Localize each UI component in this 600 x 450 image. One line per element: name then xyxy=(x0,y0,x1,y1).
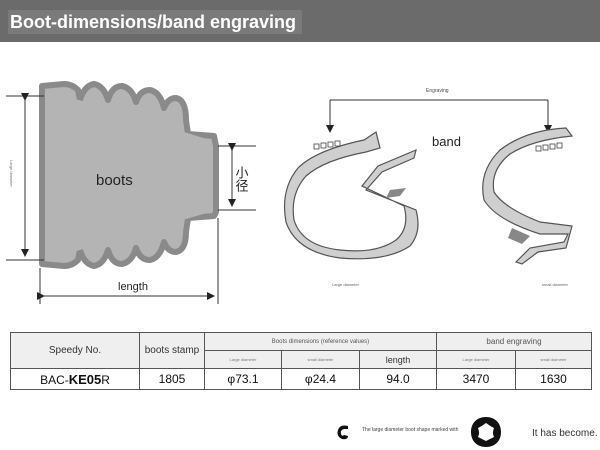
model-cell: BAC-KE05R xyxy=(10,368,140,390)
model-main: KE05 xyxy=(68,371,102,387)
engraving-bracket xyxy=(326,99,552,133)
model-suffix: R xyxy=(101,372,110,387)
large-diameter-label: Large diameter xyxy=(9,160,14,188)
col-dimensions: Boots dimensions (reference values) xyxy=(204,332,437,351)
col-band: band engraving xyxy=(436,332,592,351)
band-large-label: Large diameter xyxy=(332,282,360,287)
col-stamp: boots stamp xyxy=(139,332,205,369)
spec-table: Speedy No. boots stamp Boots dimensions … xyxy=(10,332,592,390)
page-title: Boot-dimensions/band engraving xyxy=(8,10,303,34)
length-dimension xyxy=(37,218,219,304)
sub-length: length xyxy=(359,350,437,369)
band-large-cell: 3470 xyxy=(436,368,516,390)
boot-end-icon xyxy=(337,425,348,440)
length-cell: 94.0 xyxy=(359,368,437,390)
small-diameter-cell: φ24.4 xyxy=(281,368,360,390)
large-diameter-cell: φ73.1 xyxy=(204,368,282,390)
band-label: band xyxy=(432,134,461,149)
small-diameter-dimension xyxy=(218,143,256,211)
large-diameter-shape-icon xyxy=(471,417,501,447)
engraving-label: Engraving xyxy=(426,88,449,94)
sub-band-large: Large diameter xyxy=(436,350,516,369)
sub-large-diameter: Large diameter xyxy=(204,350,282,369)
sub-band-small: small diameter xyxy=(515,350,592,369)
table-row: BAC-KE05R 1805 φ73.1 φ24.4 94.0 3470 163… xyxy=(10,368,592,390)
sub-small-diameter: small diameter xyxy=(281,350,360,369)
col-speedy: Speedy No. xyxy=(10,332,140,369)
stamp-cell: 1805 xyxy=(139,368,205,390)
length-label: length xyxy=(118,281,148,293)
boot-band-diagram: boots Large diameter 小径 length Engraving… xyxy=(6,81,574,304)
model-prefix: BAC- xyxy=(40,372,69,387)
boot-shape xyxy=(39,81,219,269)
small-diameter-label: 小径 xyxy=(233,166,249,192)
title-bar: Boot-dimensions/band engraving xyxy=(0,0,600,42)
large-diameter-dimension xyxy=(6,93,44,261)
footer-note: The large diameter boot shape marked wit… xyxy=(362,427,459,433)
small-band xyxy=(482,127,574,265)
boots-label: boots xyxy=(96,172,133,189)
band-small-cell: 1630 xyxy=(515,368,592,390)
band-small-label: small diameter xyxy=(542,282,569,287)
footer-note-end: It has become. xyxy=(532,428,598,439)
large-band xyxy=(283,131,419,260)
